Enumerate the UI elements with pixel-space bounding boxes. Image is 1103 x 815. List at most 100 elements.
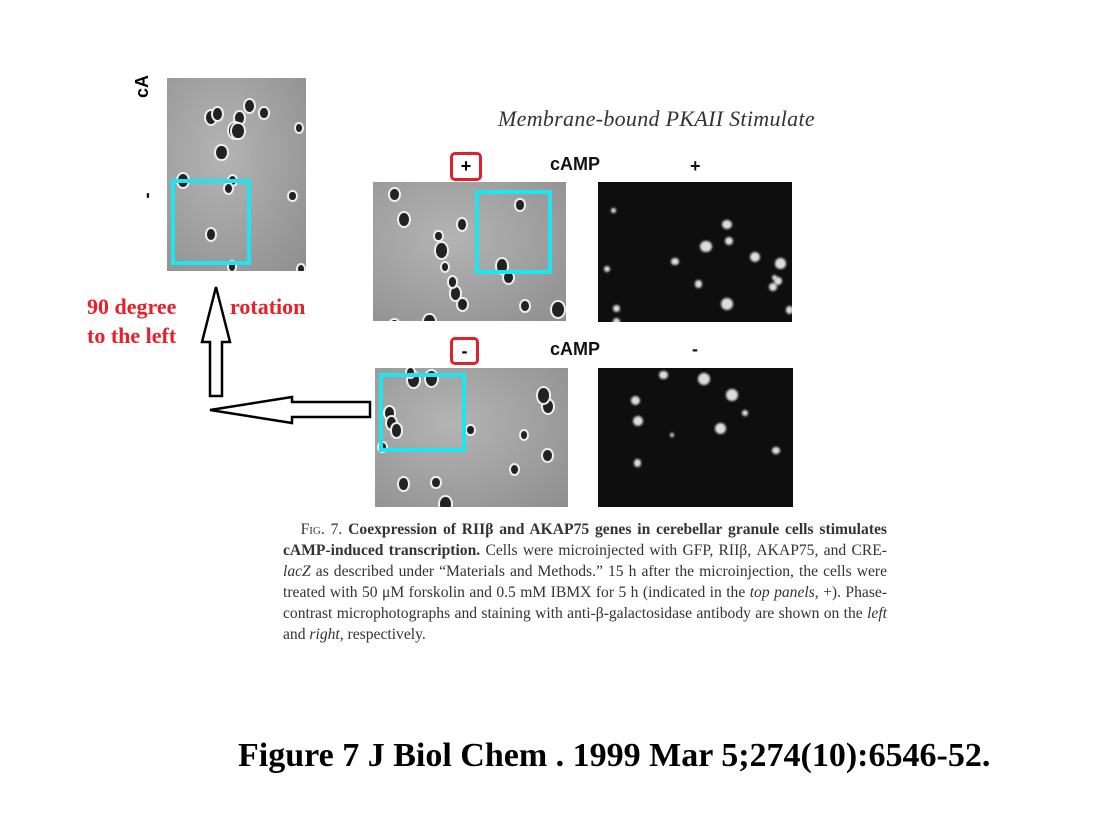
stained-cell [700, 241, 712, 253]
stained-cell [612, 305, 620, 313]
caption-text: and [283, 626, 306, 643]
cell-body [448, 277, 457, 287]
cell-body [232, 123, 244, 139]
camp-minus-boxed: - [450, 337, 479, 365]
stained-cell [749, 252, 760, 263]
camp-label-top: cAMP [550, 154, 601, 174]
arrows [200, 286, 372, 425]
cell-body [435, 231, 442, 240]
cell-body [385, 406, 394, 419]
cell-body [467, 425, 474, 435]
cell-body [390, 188, 400, 200]
cell-body [551, 301, 564, 317]
cell-body [399, 213, 410, 226]
camp-plus-boxed: + [450, 152, 482, 181]
cell-body [289, 191, 296, 201]
stained-cell [630, 395, 641, 406]
stained-cell [671, 257, 679, 266]
stained-cell [722, 219, 732, 230]
caption-italic: top panels [749, 584, 815, 601]
cell-body [406, 368, 414, 377]
cell-body [260, 108, 268, 119]
figure-caption: Fig. 7. Coexpression of RIIβ and AKAP75 … [283, 519, 887, 645]
cell-body [399, 478, 408, 490]
caption-italic: left [867, 605, 888, 622]
cell-body [537, 388, 549, 403]
cell-body [407, 373, 419, 388]
cell-body [435, 242, 448, 259]
cell-body [234, 112, 245, 125]
cell-body [424, 314, 435, 321]
stained-cell [772, 447, 780, 455]
cell-body [520, 430, 527, 439]
camp-plus-right: + [690, 156, 701, 176]
stained-cell [633, 459, 641, 467]
caption-italic: right [309, 626, 340, 643]
stained-cell [603, 266, 611, 273]
caption-fig-label: Fig. 7. [300, 521, 343, 538]
caption-text: , respectively. [339, 626, 426, 643]
cell-body [390, 319, 399, 321]
beta-gal-staining-minus [598, 368, 793, 507]
cell-body [511, 464, 519, 474]
highlight-box-rotated [171, 179, 251, 265]
stained-cell [632, 415, 644, 427]
cell-body [206, 228, 215, 240]
cell-body [442, 263, 449, 272]
stained-cell [726, 389, 739, 402]
stained-cell [694, 280, 702, 288]
cell-body [440, 497, 451, 507]
left-arrow-icon [209, 395, 372, 425]
stained-cell [698, 372, 710, 385]
beta-gal-staining-plus [598, 182, 792, 322]
caption-title: Coexpression of RIIβ and AKAP75 genes in… [283, 521, 887, 559]
figure-title: Membrane-bound PKAII Stimulate [498, 106, 815, 131]
stained-cell [742, 410, 749, 417]
stained-cell [724, 236, 733, 246]
annotation-90-degree: 90 degree [87, 294, 177, 319]
cell-body [225, 184, 233, 194]
stained-cell [611, 208, 616, 213]
cell-body [387, 417, 397, 430]
cell-body [542, 399, 553, 413]
cell-body [457, 298, 467, 311]
cell-body [297, 265, 304, 271]
cell-body [391, 424, 402, 437]
highlight-box-top [475, 190, 552, 274]
cell-body [504, 271, 513, 283]
caption-italic: lacZ [283, 563, 311, 580]
cell-body [432, 477, 440, 488]
cell-body [295, 124, 303, 133]
phase-contrast-micrograph-plus [373, 182, 566, 321]
cell-body [228, 262, 236, 271]
up-arrow-icon [200, 286, 232, 398]
annotation-rotation: rotation [230, 294, 306, 319]
stained-cell [769, 283, 777, 291]
phase-contrast-micrograph-minus [375, 368, 568, 507]
caption-text: Cells were microinjected with GFP, RIIβ,… [485, 542, 887, 559]
cell-body [520, 301, 529, 312]
cell-body [543, 449, 553, 461]
cell-body [457, 218, 467, 231]
cell-body [426, 371, 438, 387]
cell-body [516, 200, 524, 210]
citation: Figure 7 J Biol Chem . 1999 Mar 5;274(10… [238, 737, 991, 774]
camp-label-bottom: cAMP [550, 339, 601, 359]
stained-cell [785, 306, 792, 314]
stained-cell [721, 298, 734, 311]
stained-cell [773, 276, 782, 285]
camp-minus-right: - [692, 339, 698, 359]
stained-cell [669, 432, 675, 438]
cell-body [244, 100, 254, 112]
stained-cell [659, 371, 668, 380]
cell-body [215, 145, 227, 160]
annotation-to-the-left: to the left [87, 323, 177, 348]
cell-body [496, 259, 508, 273]
stained-cell [612, 318, 621, 322]
caption-text: , +). Phase-contrast microphotographs an… [283, 584, 888, 622]
cell-body [450, 287, 461, 300]
rotated-phase-contrast-micrograph [167, 78, 306, 271]
stained-cell [775, 258, 786, 269]
highlight-box-bottom [379, 373, 466, 452]
